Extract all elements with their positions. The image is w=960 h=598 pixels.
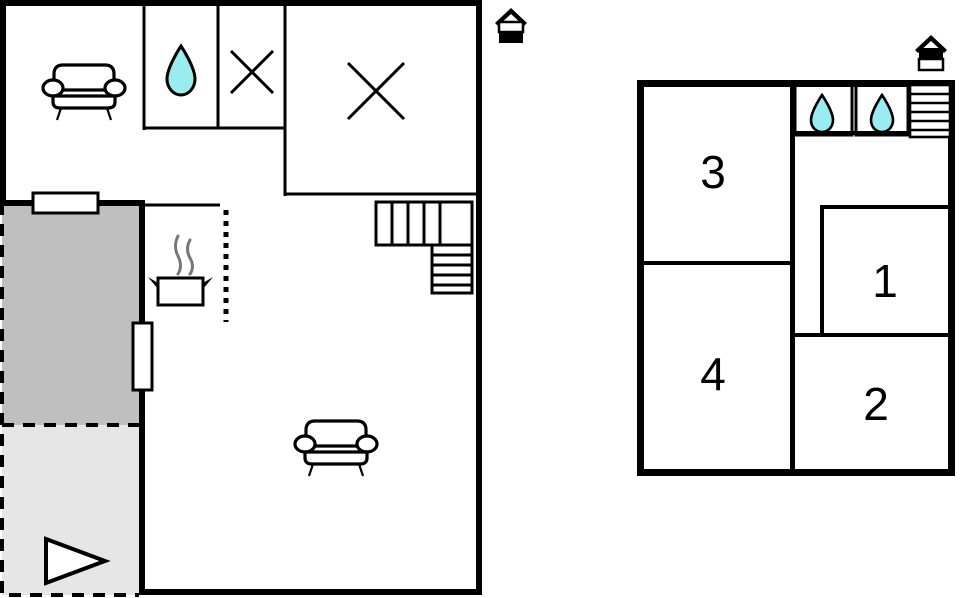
door-opening-horizontal[interactable] [31,191,100,215]
sofa-icon [41,63,127,121]
garage-area [2,203,139,425]
ground-floor-plan [0,0,527,597]
triangle-right-icon [44,536,111,586]
upper-wall-left [637,80,644,476]
upper-wall-bath-bottom [793,131,910,135]
wall-garage-right [139,200,145,595]
house-icon-upper [915,35,947,72]
wall-right-outer [476,0,482,196]
wall-bottom-outer [139,589,482,595]
water-drop-icon-upper-right [869,92,895,134]
wall-left-upper [0,0,6,206]
upper-room-1-number: 1 [872,255,898,307]
water-drop-icon [165,43,197,97]
upper-floor-plan: 3 4 1 2 [637,35,955,476]
stairs-icon-ground [374,200,474,295]
house-icon-ground [495,8,527,43]
cross-mark-icon-small [229,49,275,95]
wall-top-outer [0,0,482,6]
sofa-icon-lower [293,419,379,477]
upper-room-2-number: 2 [863,378,889,430]
upper-wall-34-divider [637,261,793,265]
cross-mark-icon-large [346,61,406,121]
garage-dashed-outline [0,203,139,597]
upper-wall-2-divider [792,333,952,337]
stairs-icon-upper [908,83,952,139]
water-drop-icon-upper-left [809,92,835,134]
upper-room-4-number: 4 [700,348,726,400]
upper-room-3-number: 3 [700,146,726,198]
door-opening-vertical[interactable] [131,321,154,392]
cooking-pot-icon [148,234,213,307]
upper-wall-center-vert [790,80,795,476]
wall-right-lower [476,190,482,595]
upper-wall-bottom [637,469,955,476]
